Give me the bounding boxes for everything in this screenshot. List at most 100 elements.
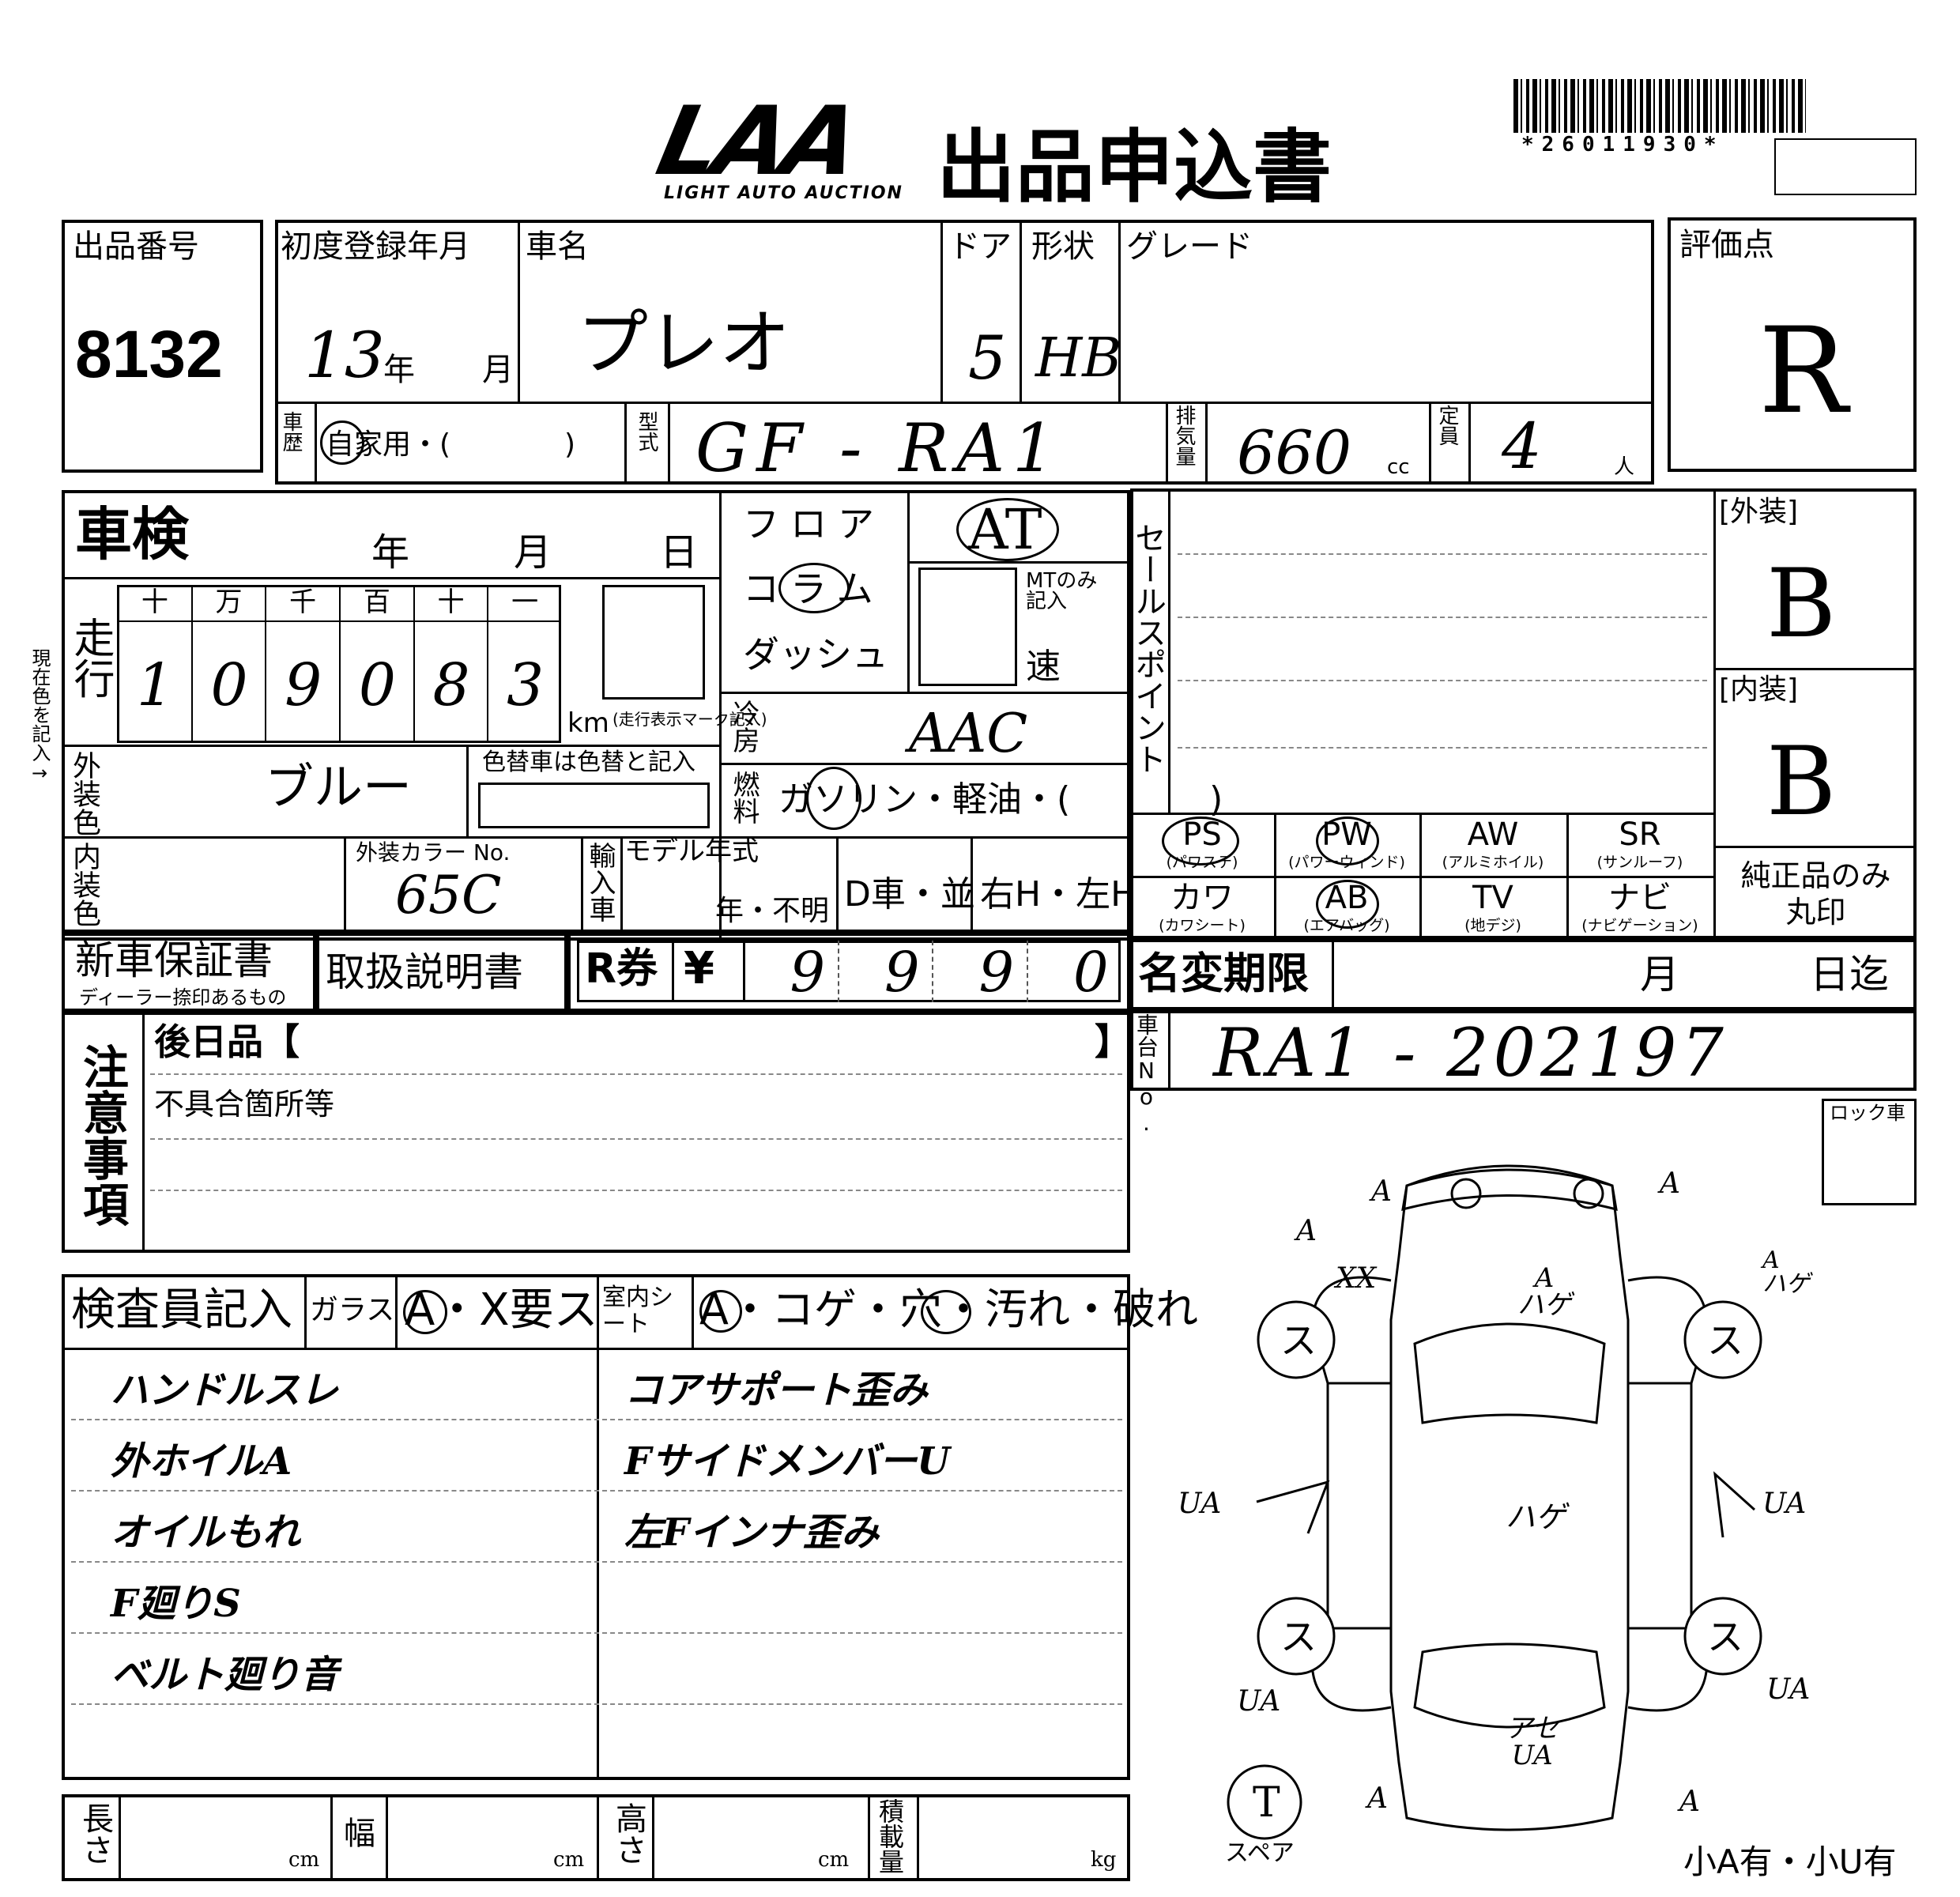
exterior-grade: B	[1766, 549, 1837, 659]
sales-box	[1130, 488, 1917, 939]
width-label: 幅	[344, 1816, 375, 1852]
seat-label: 室内シート	[602, 1284, 673, 1338]
shaken-year: 年	[371, 530, 410, 575]
glass-circle	[403, 1290, 447, 1334]
shape: HB	[1035, 327, 1122, 390]
mark-a-hage-right: A ハゲ	[1762, 1246, 1810, 1298]
name-change-month: 月	[1640, 952, 1679, 998]
sales-label: セールスポイント	[1129, 522, 1166, 775]
equipment-sub-3: (アルミホイル)	[1442, 854, 1544, 871]
ext-color: ブルー	[265, 758, 413, 816]
model-year-text: 年・不明	[715, 895, 830, 927]
score-label: 評価点	[1679, 227, 1774, 263]
capacity-label: 定員	[1435, 405, 1459, 446]
recycle-label: R券	[585, 945, 658, 993]
mt-box	[918, 568, 1017, 686]
doors: 5	[968, 322, 1007, 393]
rear-left-tire-icon	[1257, 1597, 1336, 1676]
mark-a-left-fender: A	[1296, 1215, 1317, 1247]
inspector-box	[62, 1274, 1130, 1780]
logo-subtitle: LIGHT AUTO AUCTION	[664, 183, 903, 203]
inspector-note-left: ハンドルスレ	[111, 1368, 339, 1412]
warranty: 新車保証書	[75, 937, 273, 983]
shift-floor: フロア	[743, 503, 885, 545]
load-unit: kg	[1091, 1848, 1117, 1872]
inspector-note-right: 左Fインナ歪み	[624, 1510, 880, 1555]
mileage-digit: 0	[210, 651, 248, 719]
inspector-note-left: オイルもれ	[111, 1510, 301, 1555]
right-headlight	[1573, 1178, 1604, 1209]
front-left-tire-icon	[1257, 1300, 1336, 1379]
equipment-3: AW	[1467, 817, 1519, 853]
person-unit: 人	[1614, 455, 1635, 479]
mileage-digit: 8	[432, 651, 470, 719]
mileage-digit: 0	[358, 651, 396, 719]
inspector-note-right: FサイドメンバーU	[624, 1439, 950, 1484]
diagram-footer: 小A有・小U有	[1683, 1842, 1897, 1881]
mark-ate-ua: アセ UA	[1506, 1713, 1559, 1771]
right-mark-line	[1713, 1471, 1756, 1538]
later-item: 後日品【	[154, 1020, 300, 1063]
manual: 取扱説明書	[326, 949, 523, 995]
side-note: 現在色を記入→	[28, 648, 51, 784]
stamp-box	[1774, 138, 1917, 195]
spare-label: スペア	[1225, 1839, 1295, 1867]
shift-column-circle	[778, 563, 850, 613]
yen-sign: ¥	[684, 943, 714, 994]
width-unit: cm	[553, 1848, 585, 1872]
chassis-label: 車台No.	[1133, 1013, 1159, 1136]
mark-xx: XX	[1336, 1262, 1377, 1295]
inspection-box	[62, 490, 1130, 941]
import-label: 輸入車	[584, 842, 616, 922]
mark-a-rear-right: A	[1679, 1786, 1700, 1818]
left-mark-line	[1256, 1480, 1330, 1534]
int-color-label: 内装色	[68, 842, 100, 927]
shaken-month: 月	[514, 530, 552, 575]
km-label: km	[567, 707, 609, 739]
car-diagram	[1227, 1164, 1762, 1840]
equipment-sub-8: (ナビゲーション)	[1581, 917, 1698, 934]
speed-label: 速	[1026, 647, 1061, 687]
interior-row	[62, 836, 1130, 933]
mark-a-front-left: A	[1371, 1175, 1392, 1208]
recycle-inner	[577, 941, 1121, 1002]
later-close: 】	[1095, 1020, 1131, 1063]
year-unit: 年	[383, 352, 415, 388]
notes-label: 注意事項	[75, 1043, 129, 1227]
shaken-day: 日	[660, 530, 699, 575]
car-body-outline	[1389, 1168, 1630, 1831]
glass-label: ガラス	[310, 1294, 395, 1326]
tire-rr: ス	[1707, 1616, 1743, 1658]
notes-box	[62, 1012, 1130, 1253]
exterior-label: [外装]	[1719, 496, 1799, 528]
mark-a-hage-hood: A ハゲ	[1517, 1262, 1571, 1321]
mileage-digit: 3	[507, 651, 545, 719]
dealer: D車・並	[844, 874, 975, 915]
windshield	[1413, 1322, 1606, 1424]
right-door-outline	[1626, 1382, 1693, 1630]
history: 自家用・( )	[326, 428, 576, 461]
digit-header: 十	[141, 586, 168, 618]
mark-ua-rear-left: UA	[1237, 1685, 1281, 1718]
inspector-label: 検査員記入	[71, 1284, 292, 1336]
rear-right-tire-icon	[1683, 1597, 1762, 1676]
recycle-digit: 9	[884, 940, 920, 1005]
recycle-digit: 0	[1073, 940, 1109, 1005]
rear-window	[1413, 1642, 1606, 1729]
pw-circle	[1316, 817, 1379, 866]
equipment-7: TV	[1472, 880, 1513, 916]
recycle-box	[567, 933, 1130, 1012]
chassis-box	[1130, 1010, 1917, 1091]
barcode-text: *26011930*	[1521, 133, 1724, 157]
ps-circle	[1162, 817, 1239, 866]
transmission-circle	[956, 498, 1059, 561]
defects-label: 不具合箇所等	[154, 1087, 335, 1122]
steering: 右H・左H	[980, 874, 1137, 915]
model-label: 型式	[635, 411, 658, 452]
wheel-markers	[1227, 1300, 1762, 1840]
tire-rl: ス	[1280, 1616, 1317, 1658]
spare-tire-icon	[1227, 1764, 1302, 1840]
vehicle-box	[275, 220, 1654, 485]
mark-ua-right: UA	[1762, 1488, 1807, 1520]
equipment-4: SR	[1619, 817, 1661, 853]
